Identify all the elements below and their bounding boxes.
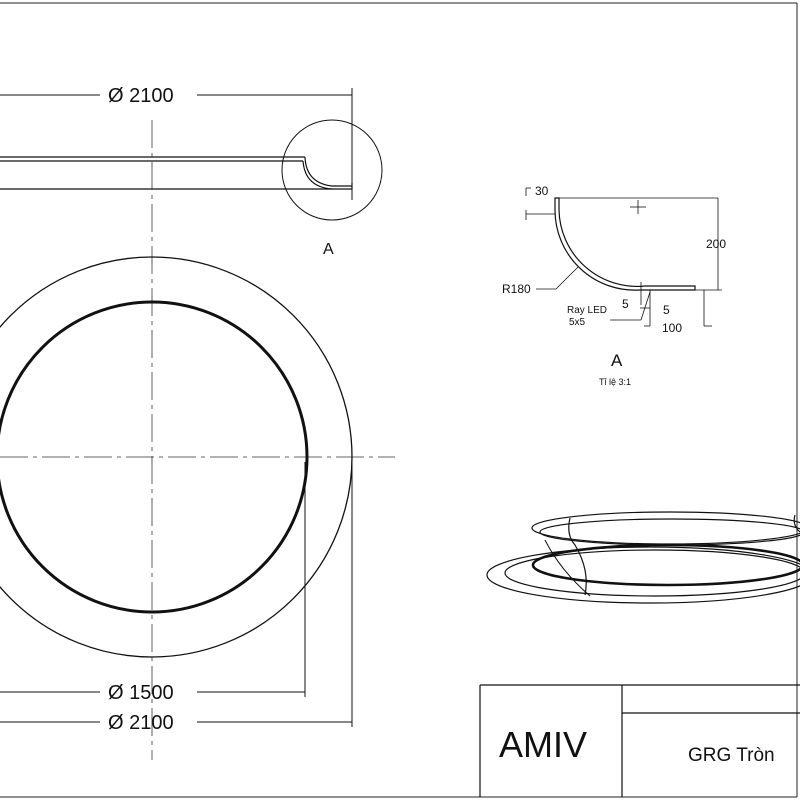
inner-ring-circle — [0, 300, 309, 614]
detail-thickness-label: 30 — [535, 184, 549, 198]
detail-flange-label: 100 — [662, 321, 682, 335]
outer-ring-circle — [0, 256, 353, 658]
detail-scale-label: Tỉ lệ 3:1 — [599, 377, 631, 387]
title-block — [479, 684, 800, 797]
top-dimension-line — [0, 88, 353, 200]
product-name: GRG Tròn — [688, 745, 775, 766]
led-strip-size-label: 5x5 — [569, 317, 586, 328]
detail-led-h-label: 5 — [663, 303, 670, 317]
top-dimension-label: Ø 2100 — [108, 85, 174, 107]
detail-title: A — [611, 351, 623, 370]
detail-led-v-label: 5 — [622, 297, 629, 311]
outer-diameter-label: Ø 2100 — [108, 712, 174, 734]
inner-diameter-label: Ø 1500 — [108, 682, 174, 704]
led-strip-label: Ray LED — [567, 305, 607, 316]
detail-callout-label: A — [323, 241, 334, 258]
section-profile — [0, 156, 353, 190]
detail-radius-label: R180 — [502, 282, 531, 296]
detail-a-profile — [525, 187, 722, 327]
company-name: AMIV — [499, 724, 587, 765]
bottom-dimension-lines — [0, 462, 353, 727]
center-lines — [0, 120, 395, 760]
isometric-view — [486, 511, 800, 604]
detail-a-callout-circle — [281, 119, 383, 221]
detail-height-label: 200 — [706, 237, 726, 251]
